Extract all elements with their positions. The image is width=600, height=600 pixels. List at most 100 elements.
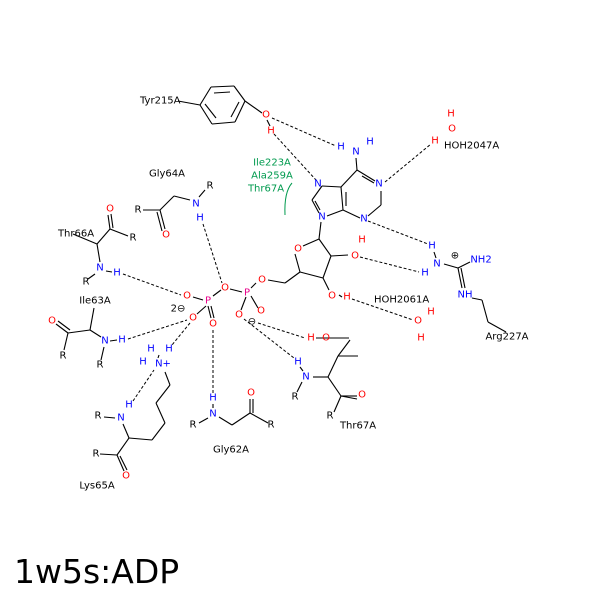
bond <box>327 355 339 378</box>
water-h-atom-label: H <box>431 136 439 147</box>
bond <box>159 195 175 211</box>
p-beta-oxygen-atom-label: O <box>235 310 243 321</box>
gly64-o-atom-label: O <box>162 230 170 241</box>
hydrogen-bond <box>127 319 188 340</box>
bond <box>116 437 130 456</box>
residue-label-hoh2047a: HOH2047A <box>444 141 499 152</box>
n9-atom-label: N <box>318 212 325 223</box>
bond <box>361 175 375 184</box>
tyr-hydroxyl-h-atom-label: H <box>267 126 275 137</box>
bond <box>240 296 247 311</box>
bond <box>213 91 231 94</box>
bond <box>234 100 246 123</box>
lys65-h-atom-label: H <box>165 344 173 355</box>
bond <box>250 295 259 309</box>
residue-label-thr66a: Thr66A <box>57 229 94 240</box>
r-group-atom-label: R <box>97 360 104 371</box>
bond <box>356 169 376 182</box>
bond <box>116 454 125 472</box>
n1-atom-label: N <box>375 179 382 190</box>
gly62-o-atom-label: O <box>247 388 255 399</box>
bond <box>302 238 320 247</box>
residue-label-gly64a: Gly64A <box>149 169 185 180</box>
n3-atom-label: N <box>360 214 367 225</box>
bond <box>99 453 118 456</box>
bond <box>199 104 213 125</box>
o5-prime-atom-label: O <box>258 275 266 286</box>
bond <box>164 371 171 386</box>
bond <box>218 416 233 426</box>
hydrogen-bond <box>351 298 414 321</box>
p-alpha-oxygen-atom-label: O <box>189 313 197 324</box>
bond <box>244 100 263 114</box>
bond <box>210 85 235 88</box>
lys65-h-atom-label: H <box>139 357 147 368</box>
bond <box>326 209 344 217</box>
gly64-h-atom-label: H <box>196 213 204 224</box>
bond <box>107 214 111 230</box>
bond <box>250 282 257 289</box>
bond <box>311 185 323 201</box>
bond <box>229 288 243 293</box>
bond <box>89 329 102 338</box>
hydrogen-bond <box>384 143 432 183</box>
bond <box>105 270 113 273</box>
bond <box>314 200 321 211</box>
hydrogen-bond <box>271 117 337 147</box>
bond <box>299 271 324 279</box>
thr67-h-atom-label: H <box>294 357 302 368</box>
residue-label-hoh2061a: HOH2061A <box>374 295 429 306</box>
r-group-atom-label: R <box>130 233 137 244</box>
hydrogen-bond <box>171 322 191 346</box>
bond <box>156 211 163 232</box>
bond <box>481 299 489 323</box>
arg-n-atom-label: N <box>433 259 440 270</box>
bond <box>207 305 212 319</box>
bond <box>177 100 201 106</box>
amine-h-atom-label: H <box>337 142 345 153</box>
hydrogen-bond <box>202 223 223 284</box>
thr66-h-atom-label: H <box>113 268 121 279</box>
r-group-atom-label: R <box>93 449 100 460</box>
bond <box>192 296 204 301</box>
bond <box>443 263 459 269</box>
bond <box>210 305 215 319</box>
amine-n-atom-label: N <box>352 147 359 158</box>
r-group-atom-label: R <box>190 420 197 431</box>
o3-h-atom-label: H <box>343 292 351 303</box>
ring-oxygen-atom-label: O <box>294 244 302 255</box>
bond <box>196 305 207 315</box>
p-alpha-oxygen-atom-label: O <box>209 319 217 330</box>
water-h-atom-label: H <box>427 307 435 318</box>
complex-title: 1w5s:ADP <box>14 552 180 591</box>
p-beta-atom-label: P <box>244 288 250 299</box>
bond <box>100 346 105 361</box>
bond <box>294 253 301 273</box>
bond <box>198 417 209 424</box>
bond <box>233 85 246 102</box>
bond <box>89 307 95 331</box>
bond <box>340 186 344 211</box>
residue-label-tyr215a: Tyr215A <box>139 96 181 107</box>
hydrogen-bond <box>273 133 317 181</box>
bond <box>122 423 130 439</box>
bond <box>110 213 114 229</box>
p-beta-oxygen-atom-label: O <box>257 306 265 317</box>
residue-label-gly62a: Gly62A <box>213 445 249 456</box>
tyr-oxygen-atom-label: O <box>262 110 270 121</box>
bond <box>103 416 116 419</box>
hydrogen-bonds <box>122 117 432 402</box>
bond <box>322 255 332 279</box>
o3-prime-atom-label: O <box>328 291 336 302</box>
residue-label-ile63a: Ile63A <box>79 296 111 307</box>
hydrophobic-contact-arc <box>284 182 293 216</box>
bond <box>173 195 191 201</box>
lys65-nz-atom-label: N+ <box>155 359 171 370</box>
bond <box>338 294 343 298</box>
charge-2minus-atom-label: 2⊖ <box>171 304 186 315</box>
charge-minus-atom-label: ⊖ <box>248 317 256 328</box>
bond <box>249 412 269 424</box>
r-group-atom-label: R <box>268 420 275 431</box>
